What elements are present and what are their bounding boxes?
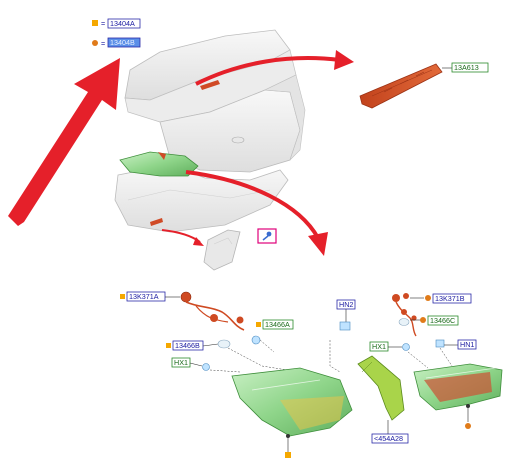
callout-hn1: HN1	[460, 340, 474, 349]
legend-square-code: 13404A	[110, 19, 135, 28]
legend-square-equals: =	[101, 19, 105, 28]
marker-bulb-left	[166, 343, 171, 348]
gasket-part: <454A28	[357, 355, 409, 444]
arrow-to-reflector	[161, 229, 204, 246]
legend: = 13404A = 13404B	[92, 18, 141, 48]
rear-reflector-part	[203, 229, 241, 271]
callout-hn2: HN2	[339, 300, 353, 309]
left-tail-lamp-assembly	[231, 367, 353, 458]
high-mount-brake-lamp: 13A613	[359, 62, 489, 109]
marker-harness-right	[425, 295, 431, 301]
legend-square-marker	[92, 20, 98, 26]
right-tail-lamp-assembly	[413, 363, 503, 429]
callout-socket-right: 13466C	[430, 316, 455, 325]
left-lamp-exploded-group: 13K371A 13466A 13466B HX1	[120, 291, 301, 373]
red-pointer-arrow	[8, 58, 120, 226]
marker-lamp-left	[285, 452, 291, 458]
vehicle-rear-body	[114, 29, 306, 233]
right-lamp-exploded-group: 13K371B 13466C HX1 HN1	[369, 293, 477, 369]
marker-harness-left	[120, 294, 125, 299]
legend-dot-equals: =	[101, 39, 105, 48]
callout-harness-right: 13K371B	[435, 294, 465, 303]
callout-socket-left: 13466A	[265, 320, 290, 329]
callout-harness-left: 13K371A	[129, 292, 159, 301]
callout-bulb-left: 13466B	[175, 341, 200, 350]
callout-brake-lamp: 13A613	[454, 63, 479, 72]
hn2-part: HN2	[329, 299, 356, 373]
magnifier-link-icon[interactable]	[257, 228, 277, 244]
callout-hx1-left: HX1	[174, 358, 188, 367]
marker-lamp-right	[465, 423, 471, 429]
legend-dot-code: 13404B	[110, 38, 135, 47]
marker-socket-right	[420, 317, 426, 323]
callout-hx1-right: HX1	[372, 342, 386, 351]
arrow-to-tail-lamp-detail	[185, 170, 328, 256]
callout-gasket: <454A28	[374, 434, 403, 443]
arrow-to-brake-lamp	[195, 50, 354, 86]
legend-dot-marker	[92, 40, 98, 46]
marker-socket-left	[256, 322, 261, 327]
